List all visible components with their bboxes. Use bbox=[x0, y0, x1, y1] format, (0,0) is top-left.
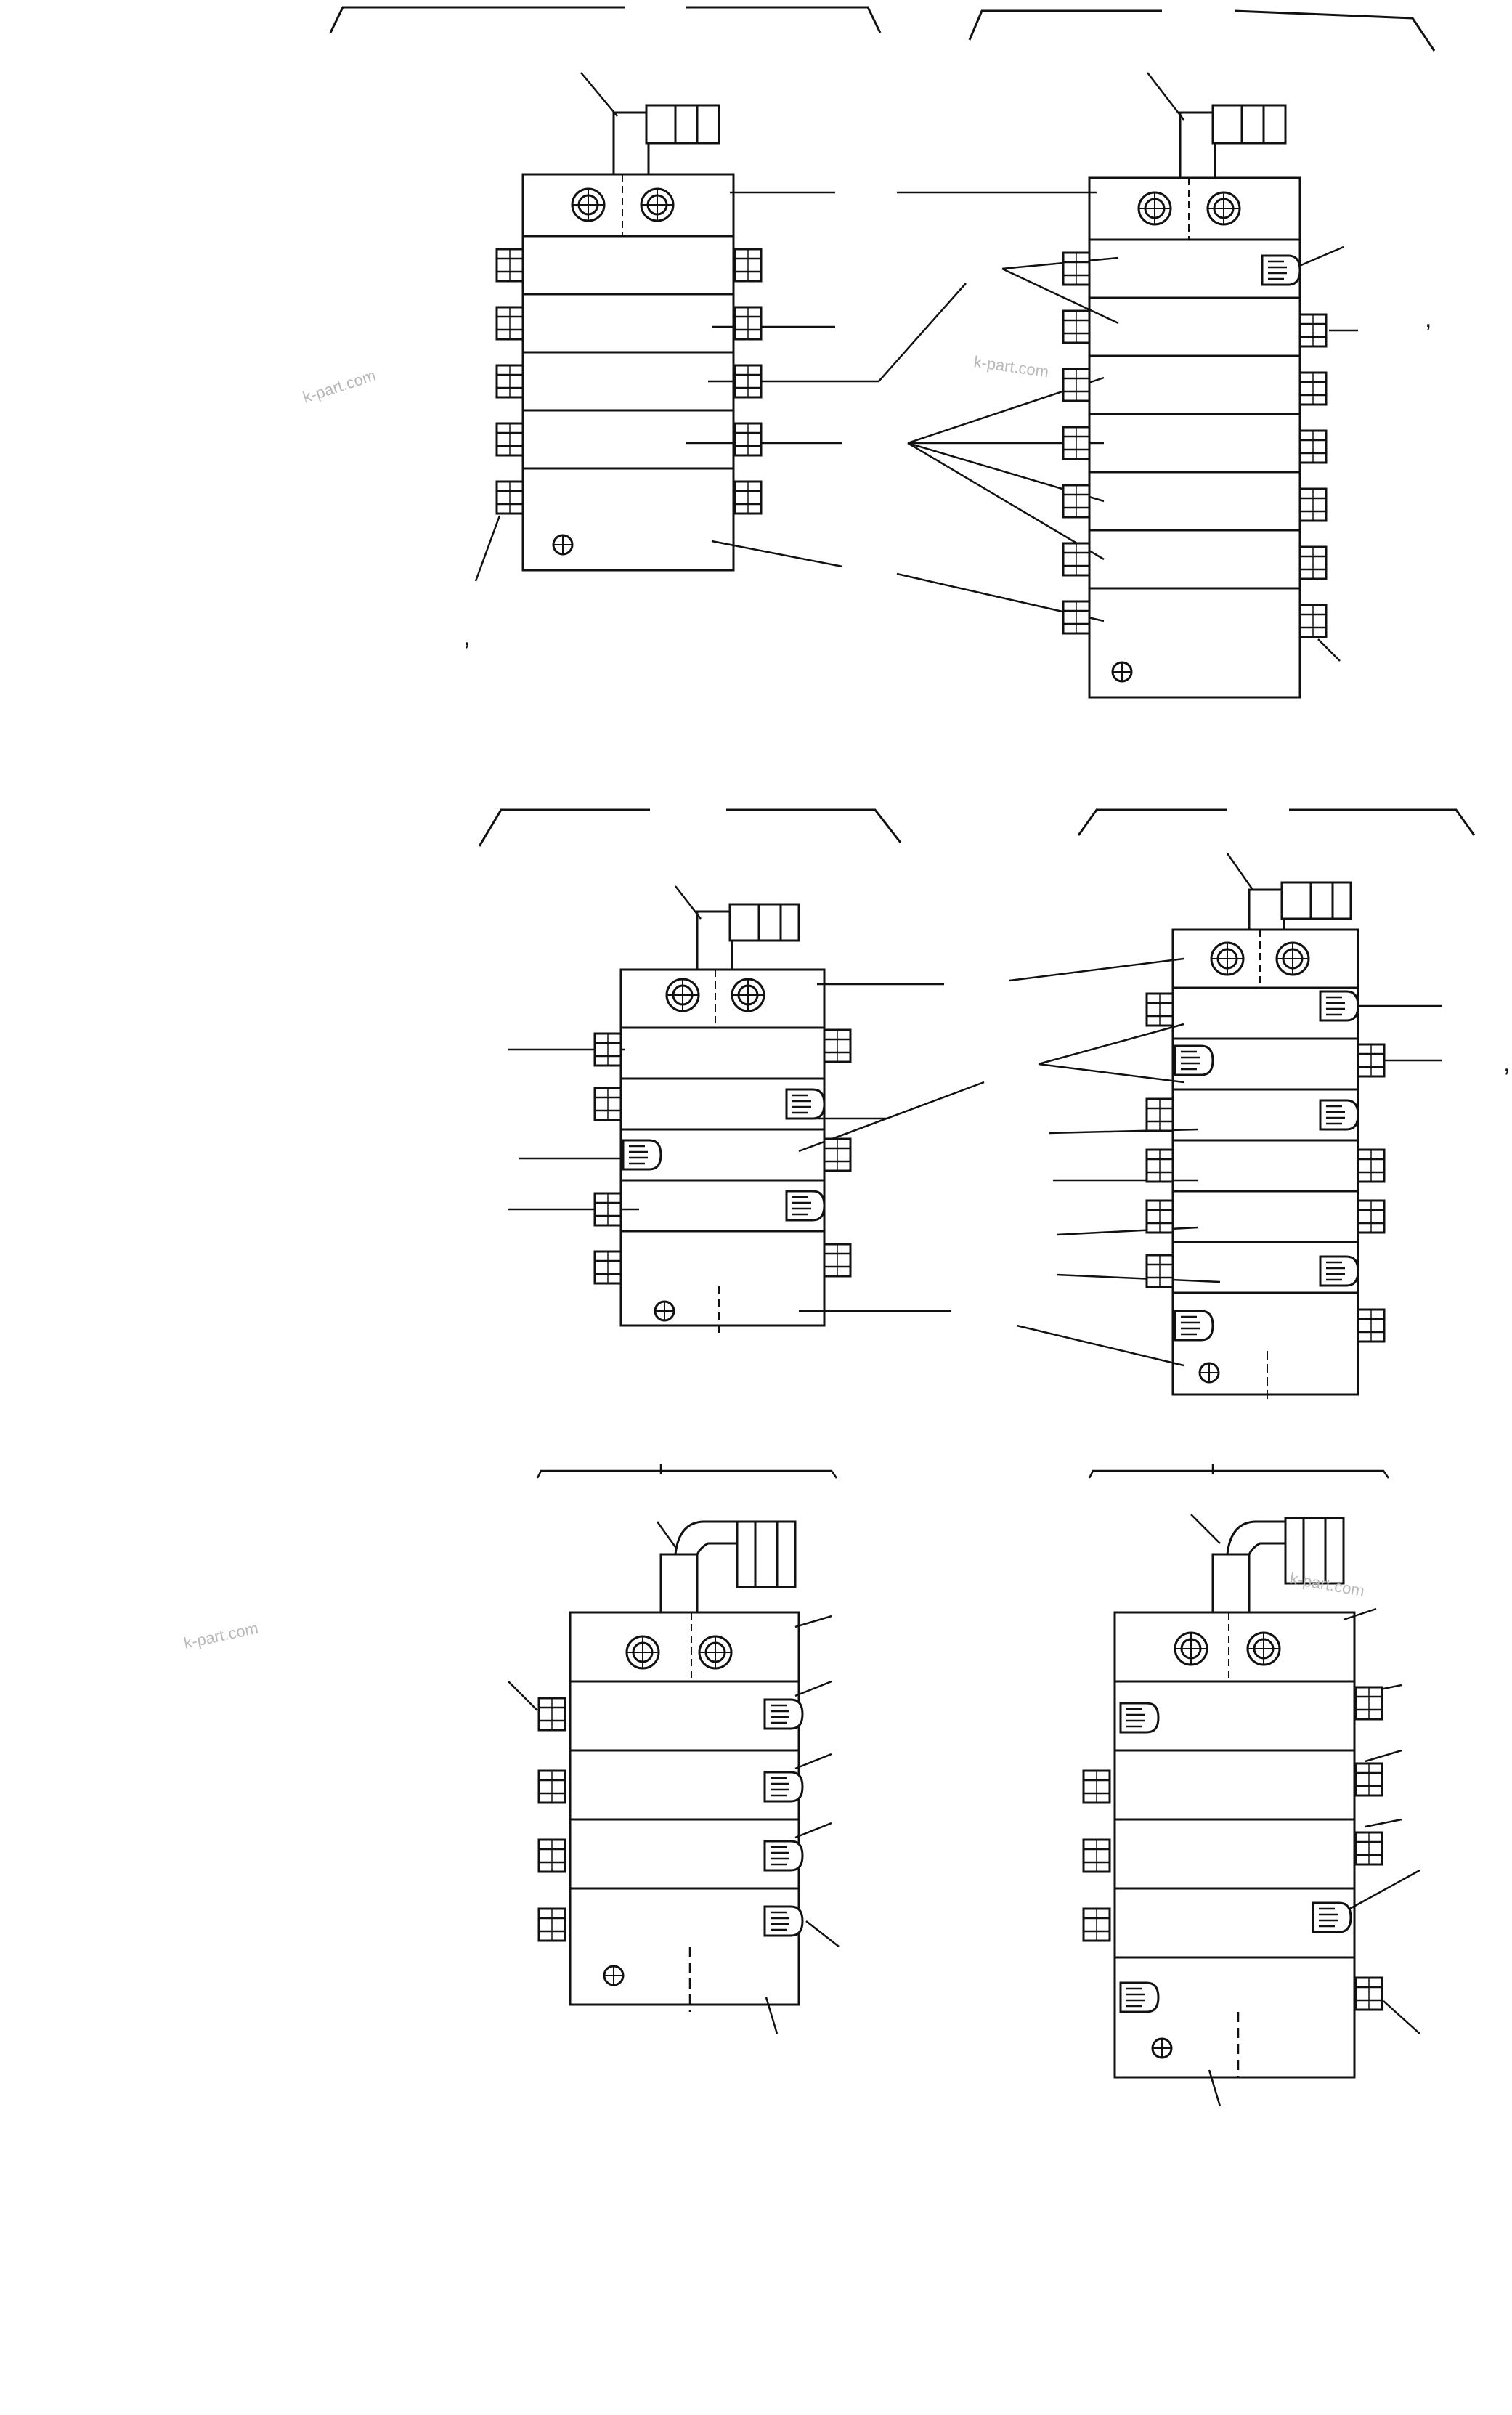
assembly-bottom-right bbox=[1088, 1464, 1420, 2107]
top-left-ports bbox=[552, 174, 675, 556]
top-right-ports bbox=[1111, 178, 1301, 683]
bottom-right-fittings bbox=[1082, 1686, 1383, 2013]
watermark-text: k-part.com bbox=[972, 352, 1049, 381]
assembly-top-right bbox=[896, 9, 1436, 699]
watermark-text: k-part.com bbox=[182, 1619, 260, 1652]
comma-mark: , bbox=[463, 623, 470, 651]
watermark-text: k-part.com bbox=[301, 366, 378, 407]
assembly-middle-right bbox=[1009, 808, 1476, 1402]
middle-right-ports bbox=[1198, 930, 1310, 1384]
top-right-nuts bbox=[1062, 251, 1328, 638]
middle-left-fittings bbox=[593, 1028, 852, 1285]
middle-left-ports bbox=[654, 970, 765, 1322]
middle-right-fittings bbox=[1145, 990, 1386, 1343]
assembly-middle-left bbox=[478, 808, 985, 1333]
assembly-bottom-left bbox=[508, 1464, 840, 2034]
comma-mark: , bbox=[1503, 1050, 1510, 1077]
assembly-top-left bbox=[329, 6, 967, 582]
comma-mark: , bbox=[1425, 305, 1431, 333]
